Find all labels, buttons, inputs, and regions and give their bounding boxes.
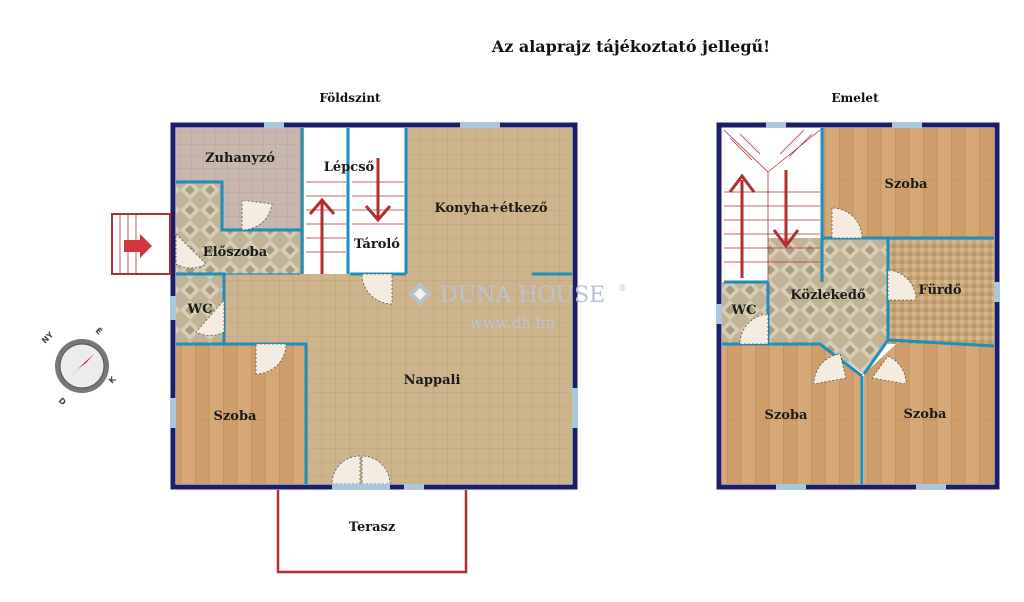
label-room-se: Szoba: [904, 407, 948, 422]
compass-label-e: K: [107, 374, 118, 385]
compass-icon: [55, 339, 109, 393]
label-terrace: Terasz: [349, 520, 395, 535]
notice-title: Az alaprajz tájékoztató jellegű!: [491, 37, 770, 56]
label-wc-upper: WC: [731, 303, 757, 318]
label-storage: Tároló: [354, 237, 400, 252]
watermark-logo: [408, 282, 432, 306]
upper-floor-title: Emelet: [831, 91, 879, 105]
ground-stair-arrows: [308, 158, 392, 274]
label-kitchen: Konyha+étkező: [434, 201, 547, 216]
label-room-ground: Szoba: [214, 409, 258, 424]
compass-label-s: D: [57, 396, 68, 407]
terrace-outline: [276, 490, 468, 574]
ground-floor-title: Földszint: [319, 91, 381, 105]
watermark-brand: DUNA HOUSE: [440, 283, 605, 308]
room-floor: [176, 344, 306, 484]
label-living: Nappali: [404, 373, 461, 388]
hall-floor: [176, 182, 302, 274]
ground-windows: [170, 122, 578, 490]
watermark-url: www.dh.hu: [470, 314, 555, 332]
upper-floor-plan: [716, 122, 1000, 490]
upper-doors: [739, 207, 917, 385]
label-corridor: Közlekedő: [790, 288, 866, 303]
label-stairs: Lépcső: [324, 160, 375, 175]
upper-stair-arrows: [728, 170, 800, 278]
label-shower: Zuhanyzó: [205, 151, 275, 166]
label-bath: Fürdő: [918, 283, 961, 298]
ground-floor-plan: [111, 122, 578, 574]
compass-label-w: NY: [40, 330, 55, 345]
corridor-floor: [768, 238, 888, 374]
label-room-sw: Szoba: [765, 408, 809, 423]
compass-label-n: É: [94, 325, 106, 337]
entrance-arrow-icon: [124, 234, 152, 258]
label-room-ne: Szoba: [885, 177, 929, 192]
label-wc-ground: WC: [187, 302, 213, 317]
ground-doors: [175, 199, 393, 485]
upper-windows: [716, 122, 1000, 490]
watermark-trademark: ®: [618, 284, 627, 294]
label-hall: Előszoba: [203, 245, 268, 260]
